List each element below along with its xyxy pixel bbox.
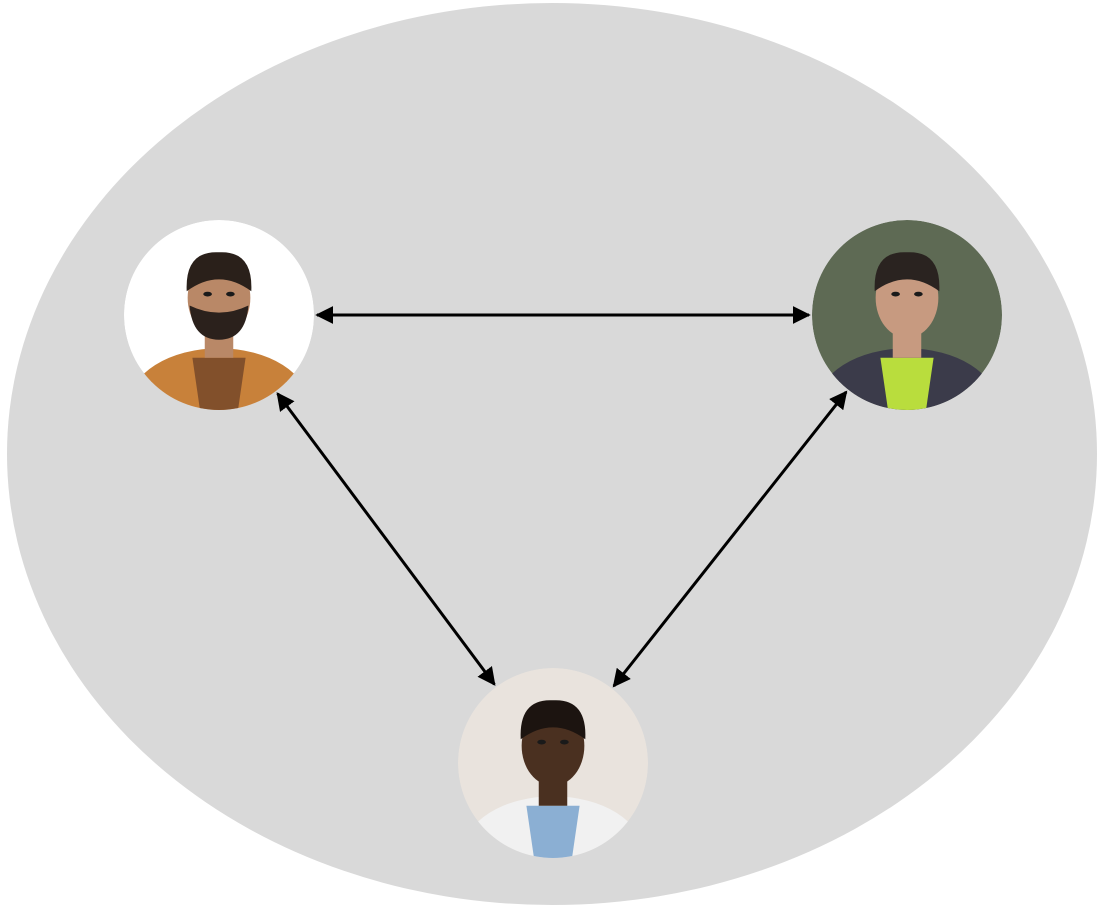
person-photo-icon <box>124 220 314 410</box>
person-photo-icon <box>812 220 1002 410</box>
connections <box>276 306 848 688</box>
person-node-bottom <box>458 668 648 858</box>
double-arrow-top-left-bottom <box>276 392 496 686</box>
person-photo-icon <box>458 668 648 858</box>
person-node-top-right <box>812 220 1002 410</box>
double-arrow-top-right-bottom <box>612 390 848 688</box>
person-nodes <box>124 220 1002 858</box>
person-node-top-left <box>124 220 314 410</box>
